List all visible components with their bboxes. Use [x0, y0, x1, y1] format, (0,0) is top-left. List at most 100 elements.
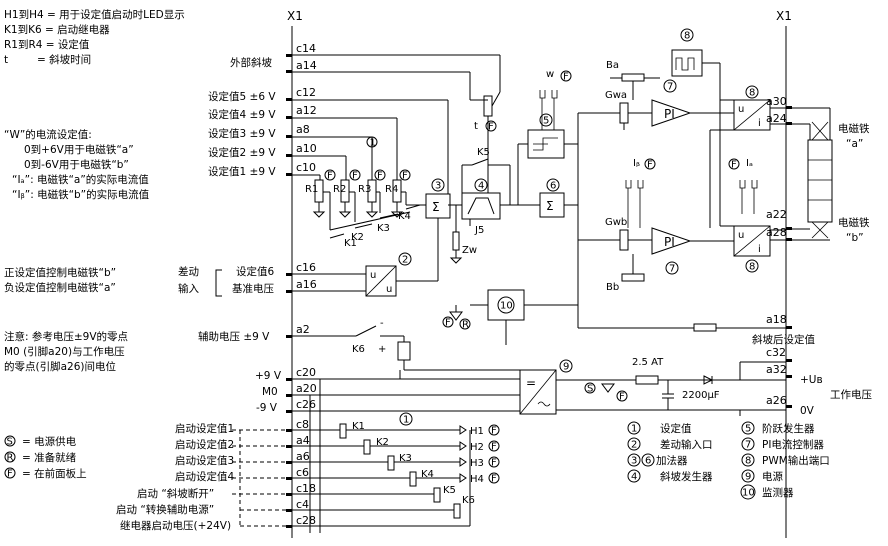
svg-text:F: F	[402, 171, 408, 182]
svg-text:t: t	[474, 121, 478, 132]
svg-text:a8: a8	[296, 123, 310, 136]
svg-text:Bb: Bb	[606, 282, 619, 293]
svg-text:2: 2	[402, 255, 408, 266]
front-panel-symbol-icon: F	[7, 469, 13, 480]
svg-text:R2: R2	[333, 184, 346, 195]
svg-text:PWM输出端口: PWM输出端口	[762, 454, 830, 467]
svg-text:8: 8	[749, 262, 755, 273]
block-legend: 1 设定值 2 差动输入口 3 6 加法器 4 斜坡发生器 5 阶跃发生器 7 …	[627, 421, 830, 500]
svg-text:K4: K4	[421, 469, 434, 480]
svg-text:电磁铁: 电磁铁	[838, 216, 870, 229]
resistor-r3: R3	[358, 179, 379, 218]
svg-text:a10: a10	[296, 142, 317, 155]
svg-text:2200μF: 2200μF	[682, 390, 720, 401]
svg-text:斜坡发生器: 斜坡发生器	[660, 470, 713, 483]
svg-text:启动设定值2: 启动设定值2	[175, 438, 234, 451]
svg-text:斜坡后设定值: 斜坡后设定值	[752, 333, 815, 346]
svg-text:K1: K1	[352, 421, 365, 432]
svg-text:加法器: 加法器	[656, 454, 688, 467]
svg-text:继电器启动电压(+24V): 继电器启动电压(+24V)	[120, 519, 231, 532]
svg-text:c20: c20	[296, 366, 316, 379]
svg-text:“Iₐ”: 电磁铁“a”的实际电流值: “Iₐ”: 电磁铁“a”的实际电流值	[12, 173, 149, 186]
svg-text:K1到K6 = 启动继电器: K1到K6 = 启动继电器	[4, 23, 110, 36]
svg-text:+: +	[378, 344, 386, 355]
svg-text:K3: K3	[377, 223, 390, 234]
svg-text:负设定值控制电磁铁“a”: 负设定值控制电磁铁“a”	[4, 281, 116, 294]
svg-text:F: F	[563, 72, 569, 83]
svg-text:设定值: 设定值	[660, 422, 692, 435]
adder-3: Σ 3	[425, 178, 451, 219]
svg-text:+Uʙ: +Uʙ	[800, 374, 823, 386]
svg-text:8: 8	[745, 456, 751, 467]
svg-text:a2: a2	[296, 323, 310, 336]
pi-controller-b: Gwb PI 7 Bb	[578, 217, 734, 293]
svg-text:i: i	[758, 118, 761, 129]
ramp-output-line: 斜坡后设定值	[693, 323, 815, 346]
svg-text:c32: c32	[766, 346, 786, 359]
svg-text:Zw: Zw	[462, 245, 477, 256]
svg-text:PI: PI	[664, 107, 675, 121]
svg-text:F: F	[352, 171, 358, 182]
svg-text:正设定值控制电磁铁“b”: 正设定值控制电磁铁“b”	[4, 266, 116, 279]
svg-text:Gwa: Gwa	[605, 90, 627, 101]
svg-text:“a”: “a”	[846, 138, 863, 150]
svg-text:+9 V: +9 V	[255, 370, 282, 382]
diff-input-brace	[215, 269, 222, 297]
power-supply-9: = 9 2.5 AT 2200μF S F	[519, 357, 786, 416]
svg-text:F: F	[445, 318, 451, 329]
svg-text:外部斜坡: 外部斜坡	[230, 56, 272, 69]
svg-text:c10: c10	[296, 161, 316, 174]
resistor-r1: R1	[305, 179, 326, 218]
svg-text:工作电压: 工作电压	[830, 388, 872, 401]
power-symbol-icon: S	[7, 437, 13, 448]
svg-text:F: F	[619, 392, 625, 403]
svg-text:H1到H4 = 用于设定值启动时LED显示: H1到H4 = 用于设定值启动时LED显示	[4, 8, 185, 21]
svg-text:R1: R1	[305, 184, 318, 195]
svg-text:=: =	[526, 376, 536, 390]
svg-text:1: 1	[403, 415, 409, 426]
svg-text:的零点(引脚a26)间电位: 的零点(引脚a26)间电位	[4, 360, 116, 373]
svg-text:M0 (引脚a20)与工作电压: M0 (引脚a20)与工作电压	[4, 345, 125, 358]
svg-text:K5: K5	[477, 147, 490, 158]
misc-wiring	[309, 99, 734, 411]
svg-text:K3: K3	[399, 453, 412, 464]
svg-text:5: 5	[745, 424, 751, 435]
svg-text:t= 斜坡时间: t= 斜坡时间	[4, 53, 91, 66]
svg-text:c28: c28	[296, 514, 316, 527]
svg-text:5: 5	[543, 116, 549, 127]
setpoint-relay-contacts: K1 K2 K3 K4	[323, 191, 426, 249]
pwm-output-b: u i 8	[733, 225, 786, 273]
clock-generator: 8	[671, 28, 721, 226]
monitor-10: 10 F R	[442, 289, 578, 345]
svg-text:F: F	[327, 171, 333, 182]
svg-text:监测器: 监测器	[762, 486, 794, 499]
connector-right-label: X1	[776, 9, 792, 23]
svg-text:H4: H4	[470, 474, 484, 485]
svg-text:0到+6V用于电磁铁“a”: 0到+6V用于电磁铁“a”	[24, 143, 134, 156]
svg-text:差动输入口: 差动输入口	[660, 438, 713, 451]
enable-input-dashes	[232, 429, 286, 527]
step-generator-5: 5	[517, 113, 579, 205]
svg-text:辅助电压 ±9 V: 辅助电压 ±9 V	[198, 330, 270, 343]
svg-text:Iₐ: Iₐ	[746, 158, 753, 169]
svg-text:a6: a6	[296, 450, 310, 463]
svg-text:J5: J5	[474, 225, 484, 236]
svg-text:a24: a24	[766, 112, 787, 125]
svg-text:i: i	[758, 244, 761, 255]
legend-top: H1到H4 = 用于设定值启动时LED显示 K1到K6 = 启动继电器 R1到R…	[4, 8, 185, 66]
svg-text:F: F	[491, 442, 497, 453]
svg-text:设定值4 ±9 V: 设定值4 ±9 V	[208, 108, 276, 121]
left-pins: c14 a14 c12 a12 a8 a10 c10 c16 a16 a2 c2…	[296, 42, 317, 411]
current-feedback: Iᵦ F Iₐ F	[625, 130, 758, 228]
led-indicators: H1 F H2 F H3 F H4 F	[459, 424, 500, 485]
svg-text:c6: c6	[296, 466, 309, 479]
input-wiring	[292, 54, 501, 205]
svg-text:启动设定值1: 启动设定值1	[175, 422, 234, 435]
svg-text:a16: a16	[296, 278, 317, 291]
svg-text:u: u	[738, 104, 744, 115]
magnet-labels: 电磁铁 “a” 电磁铁 “b”	[838, 122, 870, 244]
svg-text:c26: c26	[296, 398, 316, 411]
svg-text:8: 8	[749, 88, 755, 99]
svg-text:R4: R4	[385, 184, 398, 195]
